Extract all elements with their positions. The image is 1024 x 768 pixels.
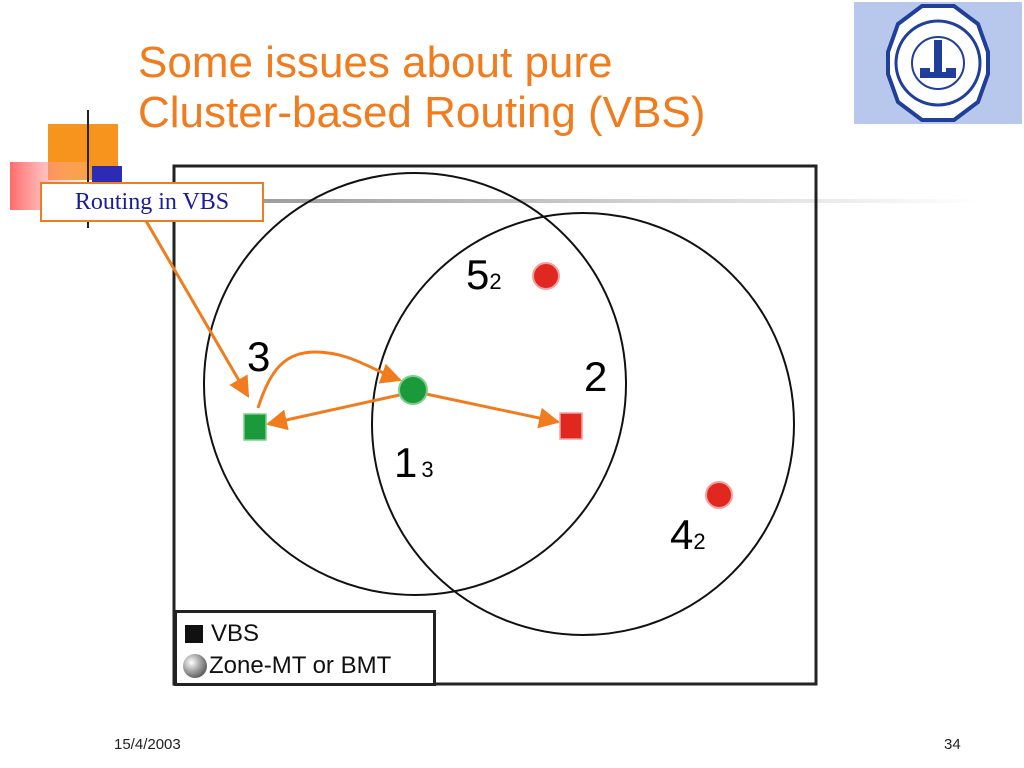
- node-5-number: 5: [466, 251, 490, 298]
- legend-square-icon: [185, 625, 203, 643]
- node-3-label: 3: [247, 336, 270, 378]
- footer-page-number: 34: [944, 736, 961, 753]
- slide-title-line-2: Cluster-based Routing (VBS): [138, 88, 706, 137]
- node-5-label: 52: [466, 254, 502, 296]
- node-2-square: [559, 412, 583, 440]
- node-5-circle: [532, 262, 560, 290]
- callout-pointer-arrow: [140, 213, 250, 398]
- node-5-subscript: 2: [489, 269, 502, 294]
- slide-title-line-1: Some issues about pure: [138, 38, 613, 87]
- university-logo: [854, 2, 1022, 124]
- node-1-subscript: 3: [421, 457, 434, 482]
- footer-date: 15/4/2003: [114, 736, 181, 753]
- node-2-number: 2: [584, 353, 608, 400]
- node-1-circle: [398, 375, 428, 405]
- legend-item-vbs: VBS: [183, 619, 259, 649]
- node-2-label: 2: [584, 356, 607, 398]
- node-3-number: 3: [247, 333, 271, 380]
- node-4-number: 4: [670, 511, 694, 558]
- cluster-circle-left: [203, 172, 627, 596]
- node-4-subscript: 2: [693, 529, 706, 554]
- diagram-frame: [172, 164, 818, 686]
- legend-circle-icon: [183, 654, 207, 678]
- diagram-legend: VBS Zone-MT or BMT: [174, 610, 436, 686]
- arrow-1-to-3: [265, 392, 405, 431]
- legend-item-zone-mt: Zone-MT or BMT: [183, 651, 391, 681]
- arrow-3-to-1: [256, 350, 402, 409]
- node-4-circle: [705, 481, 733, 509]
- slide-title: Some issues about pure Cluster-based Rou…: [138, 38, 705, 138]
- node-4-label: 42: [670, 514, 706, 556]
- decor-horizontal-rule: [120, 199, 980, 203]
- routing-callout-text: Routing in VBS: [74, 189, 230, 215]
- legend-label-zone-mt: Zone-MT or BMT: [209, 652, 392, 679]
- node-1-number: 1: [394, 439, 418, 486]
- legend-label-vbs: VBS: [211, 620, 260, 647]
- cluster-circle-right: [371, 212, 795, 636]
- routing-callout: Routing in VBS: [40, 182, 264, 222]
- arrow-1-to-2: [425, 392, 561, 429]
- node-3-square: [243, 413, 267, 441]
